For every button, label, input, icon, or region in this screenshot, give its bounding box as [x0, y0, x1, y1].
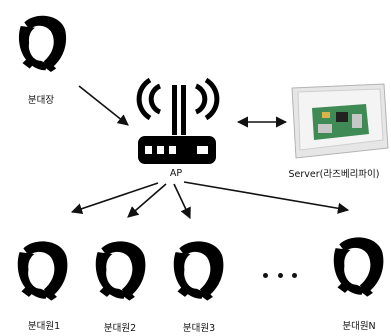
arrow-ap-to-member1 — [70, 182, 159, 215]
arrow-ap-to-member3 — [173, 183, 191, 220]
memberN-label: 분대원N — [342, 321, 376, 332]
router-icon — [136, 77, 220, 164]
connection-arrows — [70, 85, 350, 220]
member1-wearable-icon — [17, 241, 68, 301]
server-label: Server(라즈베리파이) — [288, 169, 380, 180]
ap-label: AP — [169, 168, 183, 179]
ellipsis-dot — [292, 273, 297, 278]
memberN-wearable-icon — [333, 237, 384, 297]
member3-wearable-icon — [173, 241, 224, 301]
member2-wearable-icon — [95, 241, 146, 301]
raspberry-pi-server-icon — [291, 83, 389, 159]
member1-label: 분대원1 — [27, 321, 61, 332]
leader-wearable-icon — [18, 15, 67, 72]
ellipsis-dot — [277, 273, 283, 278]
ellipsis — [263, 273, 297, 278]
arrow-ap-to-memberN — [183, 181, 350, 214]
member3-label: 분대원3 — [182, 323, 216, 334]
member2-label: 분대원2 — [103, 323, 137, 334]
leader-label: 분대장 — [27, 95, 55, 106]
arrow-leader-to-ap — [78, 85, 129, 126]
ellipsis-dot — [263, 273, 268, 278]
arrow-ap-to-member2 — [127, 183, 167, 218]
